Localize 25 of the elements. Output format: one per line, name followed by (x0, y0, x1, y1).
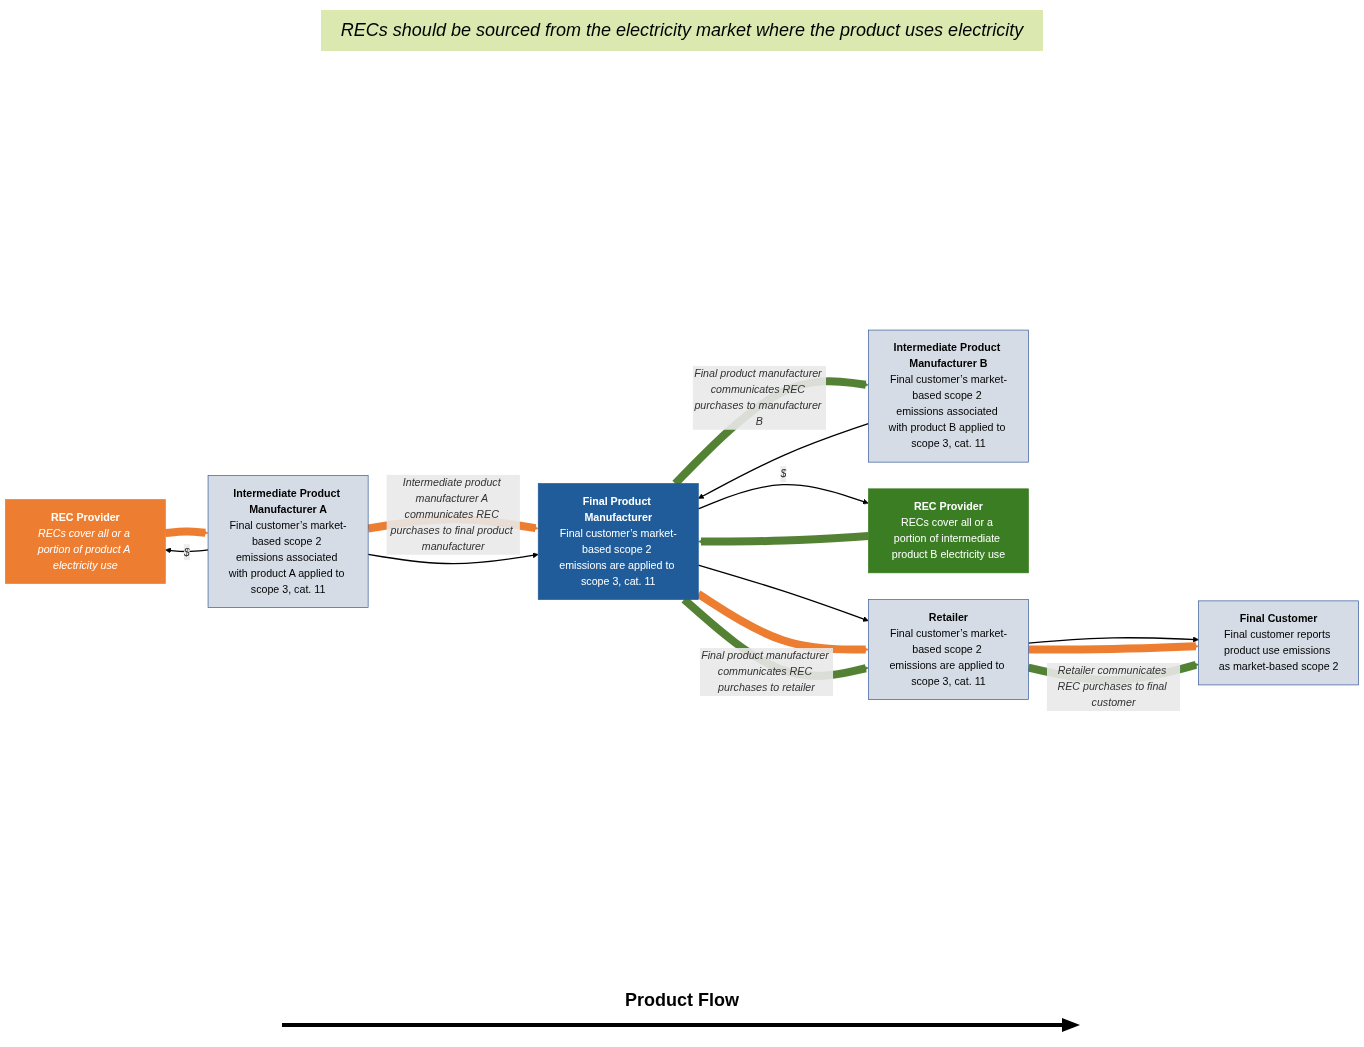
node-box: Intermediate Product Manufacturer B Final customer’s market-based scope 2 emissions associated with product B applied to scope 3, cat. 11 (868, 329, 1029, 463)
edge-label: Retailer communicates REC purchases to final customer (1057, 664, 1167, 709)
arrow (367, 552, 539, 565)
arrow (1027, 636, 1199, 644)
node-box: Final Product Manufacturer Final customer’s market-based scope 2 emissions are applied to scope 3, cat. 11 (537, 483, 699, 600)
node-box: Intermediate Product Manufacturer A Final customer’s market-based scope 2 emissions associated with product A applied to scope 3, cat. 11 (207, 475, 369, 608)
edge-label: Final product manufacturer communicates REC purchases to retailer (701, 650, 829, 694)
arrow (164, 527, 209, 538)
note-text: RECs should be sourced from the electricity market where the product uses electricity (320, 10, 1044, 51)
axis-label: Product Flow (625, 990, 739, 1011)
arrow (697, 564, 869, 622)
edge-label: Final product manufacturer communicates REC purchases to manufacturer B (694, 367, 822, 428)
node-box: Final Customer Final customer reports product use emissions as market-based scope 2 (1198, 600, 1359, 686)
edge-label: $ (780, 468, 787, 480)
arrow (698, 422, 870, 499)
arrow (165, 547, 209, 554)
arrow (1028, 642, 1199, 654)
node-box: REC Provider RECs cover all or a portion of product A electricity use (5, 499, 166, 584)
edge-label: $ (183, 546, 190, 558)
arrow (697, 483, 869, 510)
arrow (698, 532, 869, 546)
edge-label: Intermediate product manufacturer A communicates REC purchases to final product manufacturer (390, 476, 513, 553)
arrow (696, 590, 869, 654)
node-box: REC Provider RECs cover all or a portion of intermediate product B electricity use (868, 488, 1029, 574)
node-box: Retailer Final customer’s market-based scope 2 emissions are applied to scope 3, cat. 11 (868, 599, 1029, 700)
